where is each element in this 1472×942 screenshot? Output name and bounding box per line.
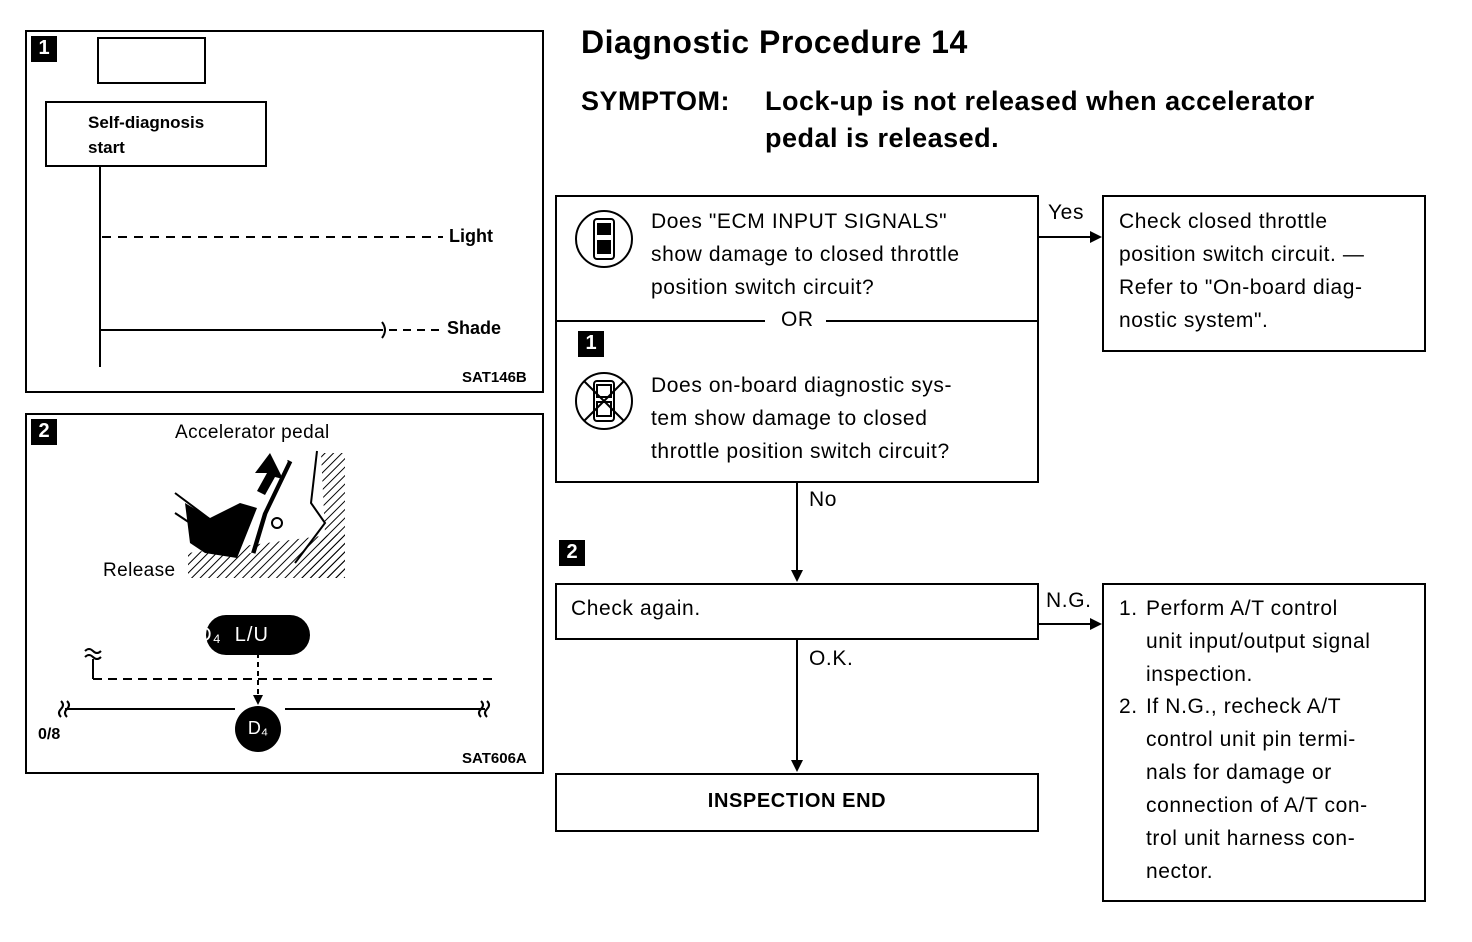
self-diagnosis-start-box [45,101,267,167]
yes-result-text: Check closed throttle position switch ci… [1119,210,1365,332]
scale-label: 0/8 [38,726,61,743]
break-right-icon [478,700,490,718]
d4-lu-label: D₄ L/U [197,624,269,646]
question-2-tag: 1 [578,331,604,357]
ng-result-box [1102,583,1426,902]
accelerator-pedal-label: Accelerator pedal [175,422,330,443]
firewall-hatch [300,453,345,578]
check-again-box [555,583,1039,640]
figure-2-code: SAT606A [462,750,527,767]
ng-label: N.G. [1046,589,1092,612]
d4-arrow-head [253,695,263,705]
inspection-end-box [555,773,1039,832]
ng-result-item-2: 2. [1119,695,1138,718]
yes-label: Yes [1048,201,1085,224]
figure-2-tag: 2 [31,419,57,445]
release-label: Release [103,560,176,581]
shade-label: Shade [447,318,502,338]
release-arrow-icon [255,453,283,495]
d4-label: D₄ [247,718,269,738]
break-mark [381,321,386,339]
leg-lines [174,492,216,534]
floor-hatch [188,533,345,578]
no-consult-tester-icon [575,372,633,430]
accelerator-pedal-illustration [58,450,495,752]
self-diagnosis-timing-chart [45,37,443,367]
ng-arrow-head [1090,618,1102,630]
question-divider-left [556,320,765,322]
self-diagnosis-start-label: Self-diagnosis start [88,113,205,157]
break-left-icon [58,700,70,718]
question-2-text: Does on-board diagnostic sys- tem show d… [651,374,953,463]
indicator-lamp-box [97,37,206,84]
question-1-text: Does "ECM INPUT SIGNALS" show damage to … [651,210,960,299]
yes-arrow-head [1090,231,1102,243]
symptom-label: SYMPTOM: [581,86,731,116]
light-label: Light [449,226,493,246]
pedal-arm-inner [249,460,288,554]
d4-circle [235,706,281,752]
question-divider-right [826,320,1038,322]
ng-result-item-1-text: Perform A/T control unit input/output si… [1146,597,1371,686]
foot-shape [185,503,257,558]
inspection-end-label: INSPECTION END [707,790,887,812]
page-title: Diagnostic Procedure 14 [581,24,968,60]
ng-result-item-1: 1. [1119,597,1138,620]
consult-tester-icon [575,210,633,268]
ok-arrow-head [791,760,803,772]
approx-symbol [84,648,102,660]
or-label: OR [781,308,814,331]
check-again-tag: 2 [559,540,585,566]
check-again-text: Check again. [571,597,701,620]
no-arrow-head [791,570,803,582]
figure-1-panel [25,30,544,393]
d4-lu-pill [206,615,310,655]
firewall-outline [294,450,327,564]
ng-result-item-2-text: If N.G., recheck A/T control unit pin te… [1146,695,1368,883]
symptom-text: Lock-up is not released when accelerator… [765,86,1315,153]
no-label: No [809,488,838,511]
ok-label: O.K. [809,647,854,670]
question-box [555,195,1039,483]
yes-result-box [1102,195,1426,352]
figure-1-code: SAT146B [462,369,527,386]
figure-1-tag: 1 [31,36,57,62]
pedal-pivot [271,517,283,529]
